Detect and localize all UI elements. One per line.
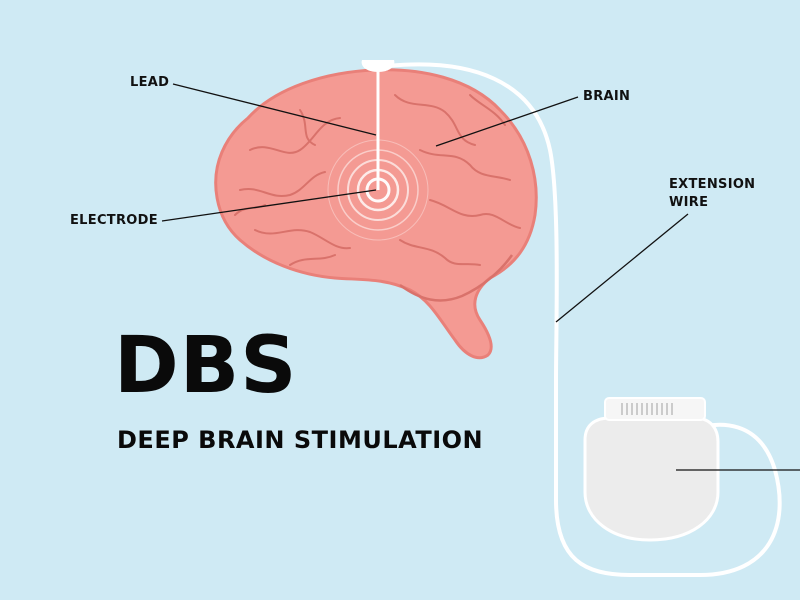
label-extension-wire: EXTENSION WIRE xyxy=(669,176,755,212)
leader-extension-wire xyxy=(555,213,689,323)
label-electrode: ELECTRODE xyxy=(70,213,158,228)
label-lead: LEAD xyxy=(130,75,170,90)
label-extension-wire-line1: EXTENSION xyxy=(669,177,756,192)
leader-lead xyxy=(172,83,377,136)
leader-electrode xyxy=(161,189,377,222)
brain-illustration xyxy=(214,66,538,360)
label-brain: BRAIN xyxy=(583,89,631,104)
page-title: DBS xyxy=(114,321,298,411)
leader-brain xyxy=(435,96,579,147)
brain-shape xyxy=(214,68,538,360)
cerebellum xyxy=(399,254,514,302)
lead-connector xyxy=(361,60,395,72)
page-subtitle: DEEP BRAIN STIMULATION xyxy=(117,426,484,454)
neurostimulator-device-icon xyxy=(583,397,720,542)
label-extension-wire-line2: WIRE xyxy=(669,195,709,210)
